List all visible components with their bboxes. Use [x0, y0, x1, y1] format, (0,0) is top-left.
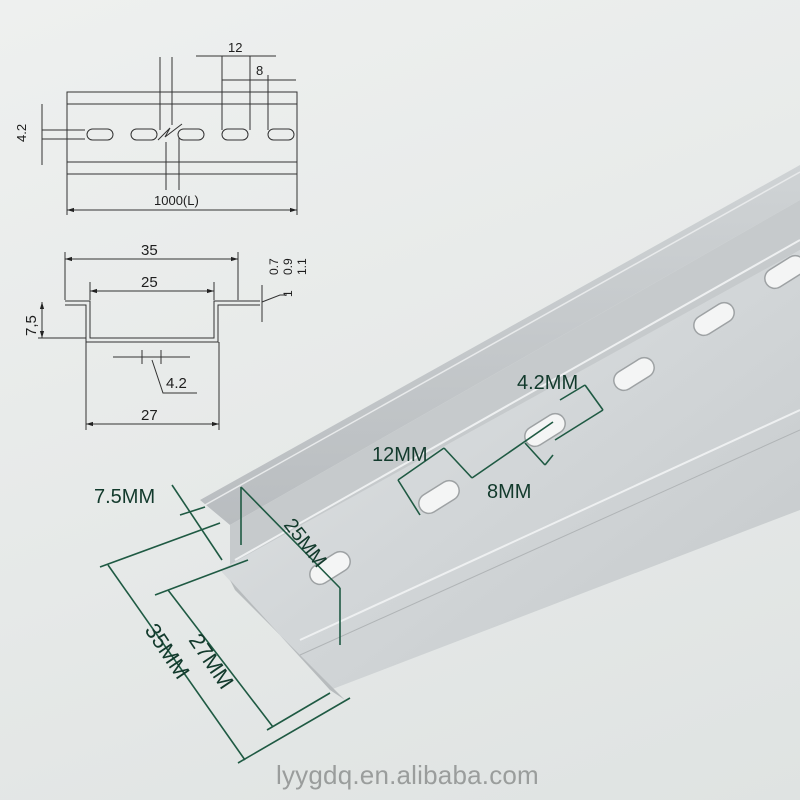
thickness-marker: 1 — [281, 290, 295, 297]
section-drawing — [38, 252, 287, 430]
thickness-0-7: 0.7 — [267, 258, 281, 275]
thickness-1-1: 1.1 — [295, 258, 309, 275]
dim-slot-length: 8 — [256, 63, 263, 78]
label-slot-length: 8MM — [487, 481, 531, 503]
rail-slots — [309, 254, 800, 586]
dim-length: 1000(L) — [154, 193, 199, 208]
top-view-drawing — [41, 55, 298, 215]
dim-height: 7,5 — [23, 315, 40, 336]
dim-bottom-width: 27 — [141, 407, 158, 424]
dim-inner-width: 25 — [141, 274, 158, 291]
label-height: 7.5MM — [94, 486, 155, 508]
dim-slot-pitch: 12 — [228, 40, 242, 55]
label-slot-pitch: 12MM — [372, 444, 428, 466]
watermark: lyygdq.en.alibaba.com — [276, 760, 539, 790]
dim-slot-width-section: 4.2 — [166, 375, 187, 392]
label-outer-width: 35MM — [140, 619, 195, 684]
thickness-0-9: 0.9 — [281, 258, 295, 275]
photo-dimension-lines — [99, 384, 604, 764]
din-rail-photo — [200, 165, 800, 700]
label-slot-width: 4.2MM — [517, 372, 578, 394]
dim-outer-width: 35 — [141, 242, 158, 259]
dim-slot-width: 4.2 — [14, 124, 29, 142]
